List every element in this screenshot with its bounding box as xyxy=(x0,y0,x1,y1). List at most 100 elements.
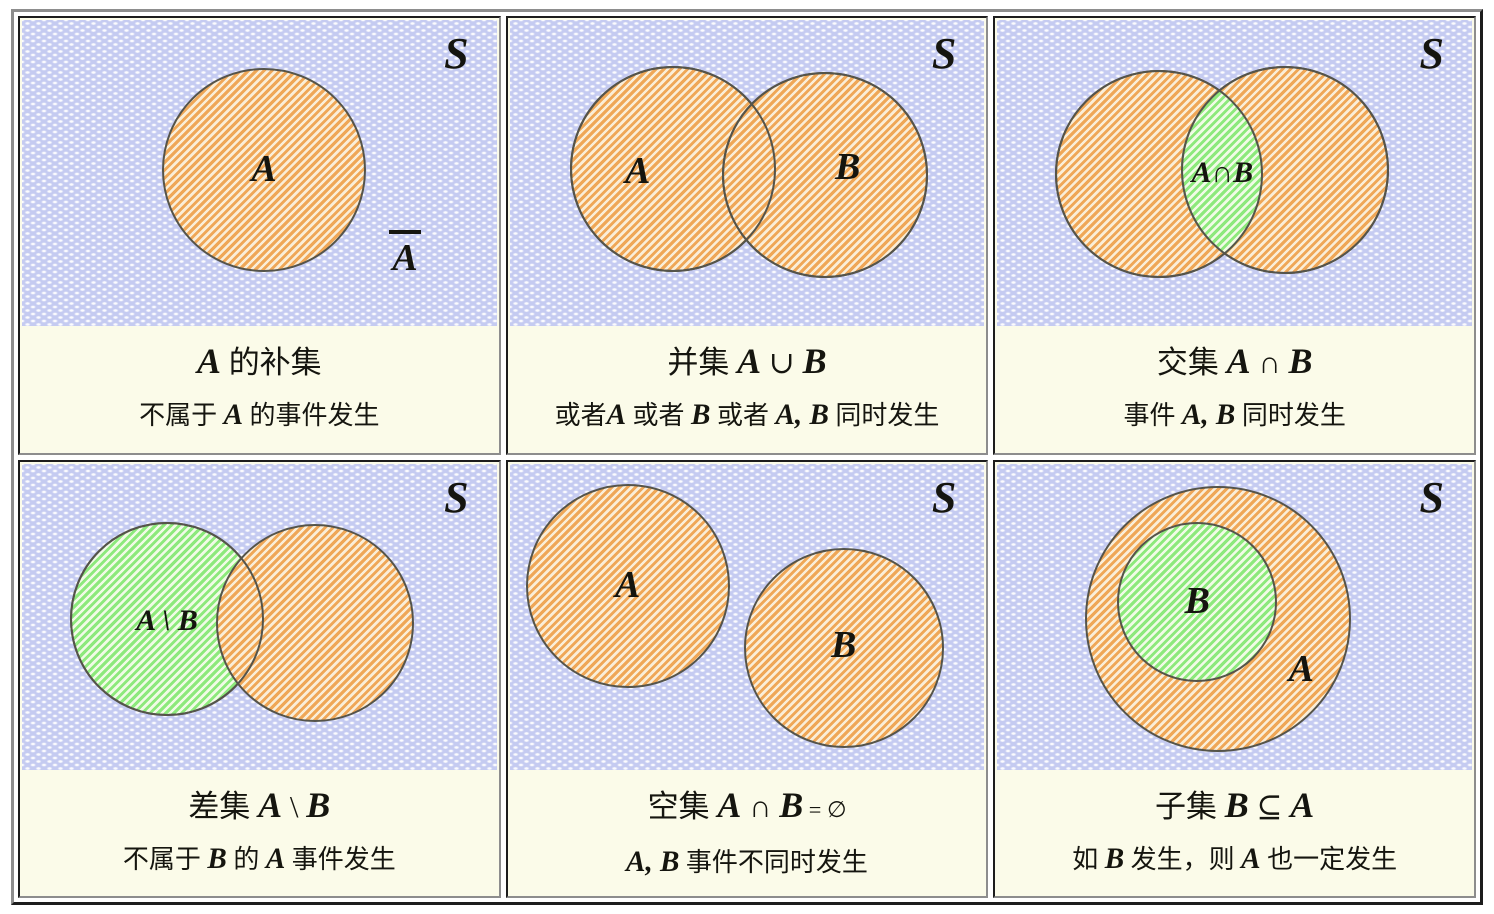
caption-disjoint: 空集 A ∩ B = ∅ A, B 事件不同时发生 xyxy=(507,771,987,896)
universe-label: S xyxy=(1419,472,1444,522)
caption-segment: A xyxy=(717,784,742,825)
set-b-outline xyxy=(721,72,928,278)
venn-subset-diagram: S B A xyxy=(997,463,1472,770)
caption-segment: B xyxy=(306,784,331,825)
set-b-label: B xyxy=(834,146,861,188)
caption-segment: ∩ xyxy=(741,788,780,824)
set-a-outline xyxy=(70,521,264,716)
caption-segment: B xyxy=(1224,784,1249,825)
caption-segment: A xyxy=(196,341,221,381)
caption-desc: 如 B 发生，则 A 也一定发生 xyxy=(999,840,1470,879)
caption-segment: A xyxy=(737,341,762,381)
caption-desc: A, B 事件不同时发生 xyxy=(512,843,983,882)
caption-title: A 的补集 xyxy=(24,338,495,386)
caption-segment: B xyxy=(779,784,804,825)
caption-difference: 差集 A \ B 不属于 B 的 A 事件发生 xyxy=(20,771,499,896)
venn-union-diagram: S A B xyxy=(509,20,985,326)
universe-label: S xyxy=(444,29,469,78)
panel-union: S A B 并集 A ∪ B 或者A 或者 B 或者 A, B 同时发生 xyxy=(505,16,989,455)
caption-desc: 事件 A, B 同时发生 xyxy=(999,396,1470,435)
caption-title: 子集 B ⊆ A xyxy=(999,782,1470,830)
caption-segment: \ xyxy=(282,788,307,824)
caption-segment: 或者 xyxy=(626,401,692,430)
caption-segment: 同时发生 xyxy=(1235,401,1346,430)
set-a-label: A xyxy=(624,150,651,192)
panel-subset: S B A 子集 B ⊆ A 如 B 发生，则 A 也一定发生 xyxy=(993,459,1476,898)
caption-segment: B xyxy=(1288,341,1313,381)
caption-segment: A, B xyxy=(626,845,680,878)
caption-segment: A xyxy=(258,784,283,825)
caption-title: 并集 A ∪ B xyxy=(512,338,983,386)
set-b-label: B xyxy=(1184,579,1210,622)
caption-segment: 发生，则 xyxy=(1124,844,1242,874)
set-a-circle xyxy=(525,483,730,688)
universe-label: S xyxy=(444,472,469,522)
venn-difference-diagram: S A \ B xyxy=(22,463,497,770)
set-b-label: B xyxy=(830,623,857,666)
difference-label: A \ B xyxy=(136,603,198,637)
caption-segment: 交集 xyxy=(1156,345,1227,380)
caption-segment: 同时发生 xyxy=(828,401,940,430)
caption-segment: 或者 xyxy=(710,401,776,430)
panel-difference: S A \ B 差集 A \ B 不属于 B 的 A 事件发生 xyxy=(18,459,501,898)
venn-disjoint-diagram: S A B xyxy=(509,463,985,770)
universe-label: S xyxy=(1419,29,1444,78)
caption-title: 空集 A ∩ B = ∅ xyxy=(512,782,983,833)
caption-segment: B xyxy=(207,842,227,875)
caption-desc: 或者A 或者 B 或者 A, B 同时发生 xyxy=(512,396,983,435)
set-a-label: A xyxy=(251,148,277,190)
intersection-label: A∩B xyxy=(1191,156,1254,189)
caption-segment: 差集 xyxy=(188,788,259,824)
venn-intersection-diagram: S A∩B xyxy=(997,20,1472,326)
caption-segment: ⊆ xyxy=(1248,788,1291,824)
caption-intersection: 交集 A ∩ B 事件 A, B 同时发生 xyxy=(995,328,1474,453)
caption-segment: 事件发生 xyxy=(285,844,396,874)
caption-segment: A xyxy=(1241,842,1261,875)
caption-union: 并集 A ∪ B 或者A 或者 B 或者 A, B 同时发生 xyxy=(507,328,987,453)
caption-desc: 不属于 A 的事件发生 xyxy=(24,396,495,435)
caption-desc: 不属于 B 的 A 事件发生 xyxy=(24,840,495,879)
caption-segment: B xyxy=(802,341,827,381)
caption-segment: = ∅ xyxy=(803,796,847,822)
caption-segment: 的补集 xyxy=(220,345,322,380)
caption-title: 交集 A ∩ B xyxy=(999,338,1470,386)
caption-segment: 并集 xyxy=(667,345,738,380)
caption-segment: 的事件发生 xyxy=(243,401,380,430)
caption-segment: B xyxy=(1104,842,1125,875)
set-b-circle xyxy=(1117,521,1278,682)
caption-segment: A xyxy=(606,399,627,431)
caption-segment: 如 xyxy=(1072,844,1105,874)
caption-segment: 事件不同时发生 xyxy=(679,847,868,877)
caption-complement: A 的补集 不属于 A 的事件发生 xyxy=(20,328,499,453)
caption-segment: B xyxy=(691,399,711,431)
caption-segment: A, B xyxy=(1181,399,1236,431)
universe-label: S xyxy=(931,472,957,522)
set-a-label: A xyxy=(614,563,641,606)
caption-segment: 空集 xyxy=(647,788,718,824)
caption-segment: 的 xyxy=(226,844,266,874)
caption-segment: A xyxy=(223,399,244,431)
caption-segment: 或者 xyxy=(554,401,607,430)
caption-segment: 子集 xyxy=(1155,788,1225,824)
universe-label: S xyxy=(931,29,957,78)
caption-segment: ∩ xyxy=(1250,345,1289,380)
caption-segment: A, B xyxy=(775,399,829,431)
panel-complement: S A A A 的补集 不属于 A 的事件发生 xyxy=(18,16,501,455)
caption-title: 差集 A \ B xyxy=(24,782,495,830)
caption-subset: 子集 B ⊆ A 如 B 发生，则 A 也一定发生 xyxy=(995,771,1474,896)
caption-segment: 也一定发生 xyxy=(1260,844,1398,874)
set-a-label: A xyxy=(1288,647,1314,690)
set-b-outline xyxy=(1181,66,1390,274)
caption-segment: A xyxy=(1290,784,1315,825)
caption-segment: ∪ xyxy=(761,345,803,380)
panel-intersection: S A∩B 交集 A ∩ B 事件 A, B 同时发生 xyxy=(993,16,1476,455)
complement-a-label: A xyxy=(370,230,440,277)
venn-complement-diagram: S A A xyxy=(22,20,497,326)
set-a-circle xyxy=(162,68,366,272)
venn-diagram-board: S A A A 的补集 不属于 A 的事件发生 S A B 并集 A ∪ B 或… xyxy=(11,9,1483,905)
caption-segment: A xyxy=(265,842,286,875)
caption-segment: 事件 xyxy=(1123,401,1182,430)
caption-segment: 不属于 xyxy=(122,844,208,874)
caption-segment: A xyxy=(1226,341,1251,381)
a-bar-text: A xyxy=(389,230,421,277)
